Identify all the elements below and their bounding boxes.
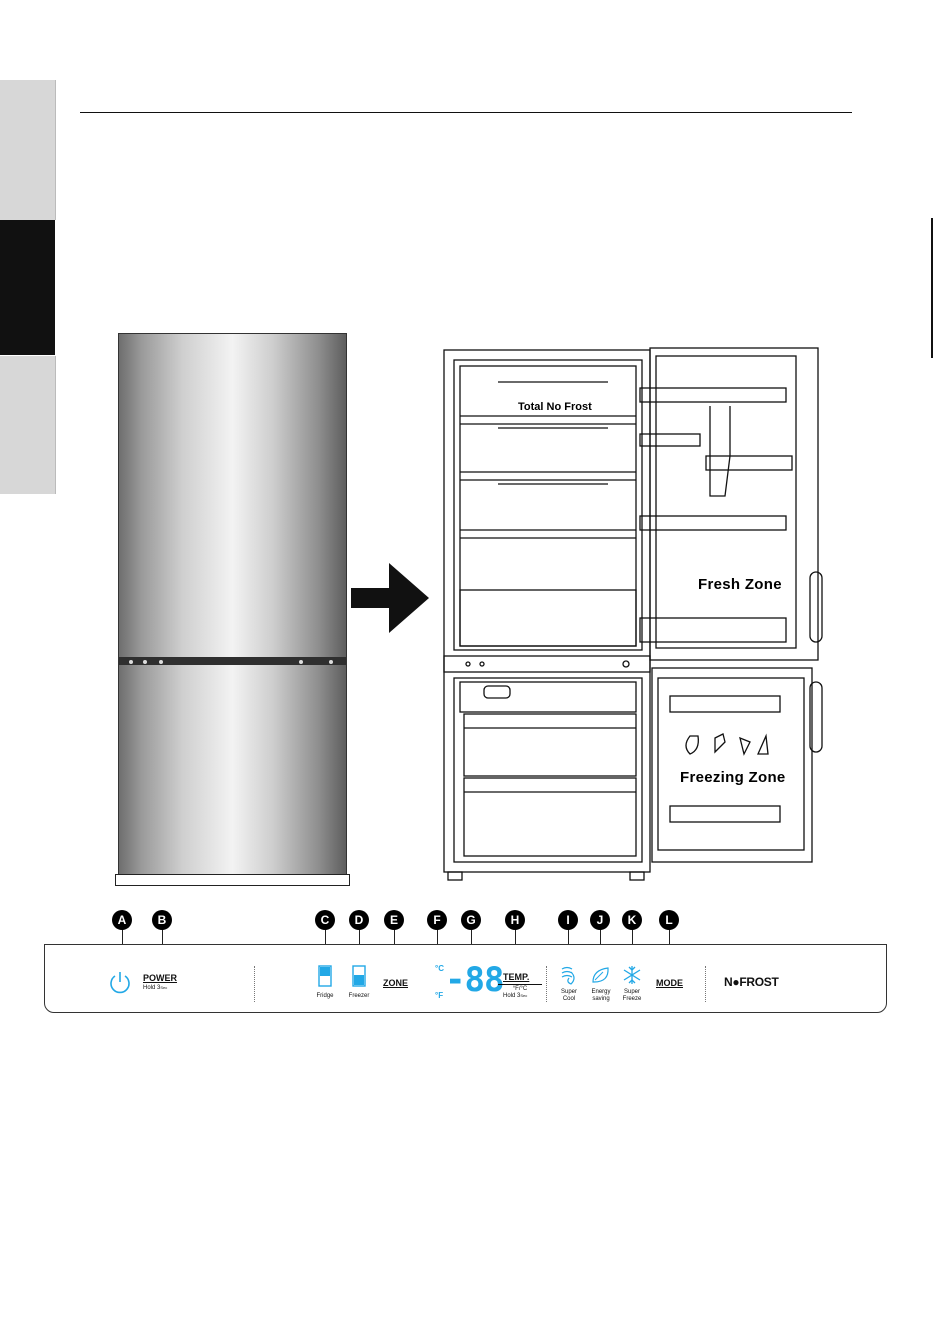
open-fridge-illustration: Total No Frost Fresh Zone Freezing Zone [440, 346, 825, 882]
panel-separator [546, 966, 547, 1002]
language-tab-upper [0, 80, 56, 220]
fresh-zone-label: Fresh Zone [698, 576, 782, 593]
hinge-dot [129, 660, 133, 664]
zone-button[interactable]: ZONE [383, 978, 408, 988]
marker-f: F [427, 910, 447, 930]
power-hold-text: Hold 3Sec [143, 985, 167, 991]
panel-separator [705, 966, 706, 1002]
celsius-indicator: °C [435, 964, 444, 973]
door-split [119, 657, 346, 665]
hinge-dot [329, 660, 333, 664]
arrow-right-icon [351, 563, 431, 633]
marker-j: J [590, 910, 610, 930]
energy-saving-icon[interactable] [590, 964, 612, 986]
fridge-label: Fridge [308, 993, 342, 1000]
freezing-zone-label: Freezing Zone [680, 769, 786, 786]
language-tab-active [0, 220, 55, 355]
super-cool-icon[interactable] [559, 964, 579, 986]
temp-button[interactable]: TEMP. [503, 972, 529, 982]
total-no-frost-label: Total No Frost [518, 401, 592, 413]
mode-button[interactable]: MODE [656, 978, 683, 988]
fahrenheit-indicator: °F [435, 991, 443, 1000]
freezer-zone-icon[interactable] [352, 965, 366, 987]
marker-b: B [152, 910, 172, 930]
panel-separator [254, 966, 255, 1002]
temp-units-text: °F/°C [498, 986, 542, 993]
fridge-zone-icon[interactable] [318, 965, 332, 987]
hinge-dot [143, 660, 147, 664]
marker-k: K [622, 910, 642, 930]
marker-d: D [349, 910, 369, 930]
marker-h: H [505, 910, 525, 930]
marker-g: G [461, 910, 481, 930]
hinge-dot [299, 660, 303, 664]
closed-fridge-illustration [118, 333, 347, 883]
freezer-label: Freezer [342, 993, 376, 1000]
power-icon[interactable] [108, 970, 132, 994]
marker-a: A [112, 910, 132, 930]
no-frost-logo: N●FROST [724, 975, 778, 989]
power-label[interactable]: POWER [143, 973, 177, 983]
marker-l: L [659, 910, 679, 930]
fridge-base [115, 874, 350, 886]
marker-i: I [558, 910, 578, 930]
language-tab-lower [0, 356, 56, 494]
temp-underline [498, 984, 542, 985]
temperature-display: -88 [445, 960, 503, 1000]
hinge-dot [159, 660, 163, 664]
snowflake-icon[interactable] [622, 964, 642, 986]
header-rule [80, 112, 852, 113]
marker-e: E [384, 910, 404, 930]
temp-hold-text: Hold 3Sec [503, 993, 527, 999]
marker-c: C [315, 910, 335, 930]
